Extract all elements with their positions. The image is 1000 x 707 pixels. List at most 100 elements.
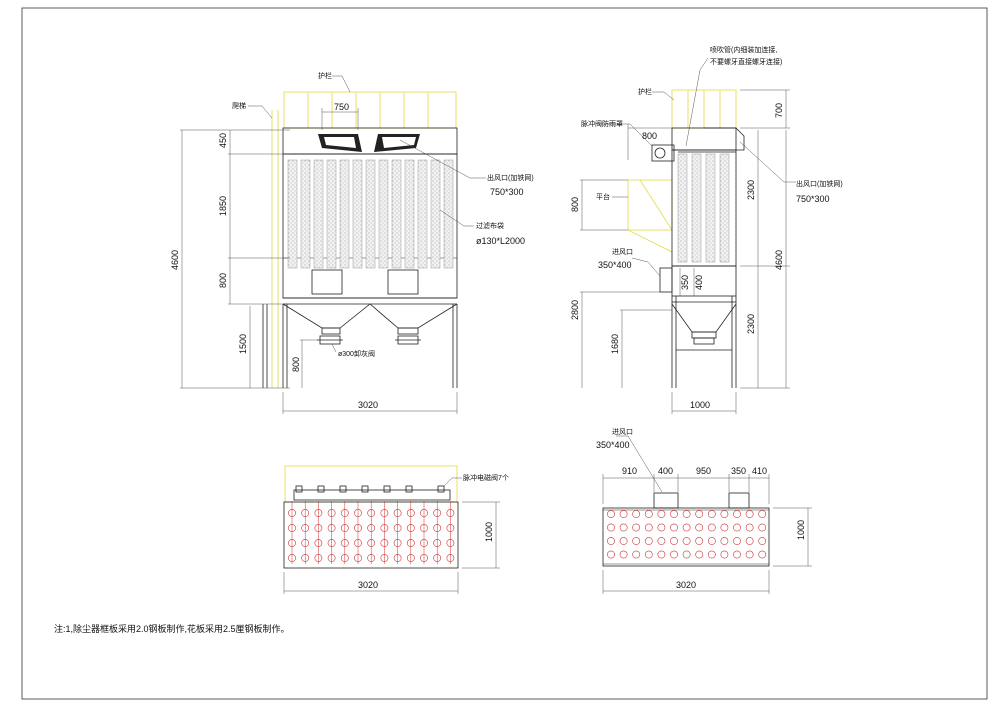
- front-label-discharge-valve: ø300卸灰阀: [338, 349, 375, 358]
- front-dim-valve: 800: [291, 357, 301, 372]
- side-view: 700 800 800 2300 2300 4600 350 400 2800: [570, 45, 843, 414]
- front-dim-total-height: 4600: [170, 250, 180, 270]
- side-dim-platform: 800: [570, 197, 580, 212]
- plan-left: 脉冲电磁阀7个 3020 1000: [283, 465, 509, 594]
- side-dim-width: 1000: [690, 400, 710, 410]
- bag-hole: [607, 537, 615, 545]
- bag-hole: [682, 537, 691, 545]
- bag-hole: [619, 550, 628, 559]
- bag-hole: [707, 510, 716, 518]
- side-label-outlet: 出风口(加铁网): [796, 179, 843, 188]
- plan-right-holes: [607, 510, 767, 559]
- plan-left-dim-depth: 1000: [484, 522, 494, 542]
- side-dim-upper: 2300: [746, 180, 756, 200]
- front-dim-outlet-width: 750: [334, 102, 349, 112]
- side-dim-lower: 2300: [746, 314, 756, 334]
- side-dim-rail: 700: [774, 103, 784, 118]
- bag-hole: [644, 537, 653, 545]
- front-outlet-boxes: [318, 134, 420, 152]
- front-guardrail: [283, 91, 457, 129]
- bag-hole: [695, 550, 704, 559]
- front-view: 750 4600 450 1850 800 1500 800 3020: [170, 71, 534, 414]
- bag-hole: [619, 523, 628, 532]
- bag-hole: [670, 510, 678, 518]
- front-discharge-valves: [317, 335, 421, 345]
- side-dim-hopper: 1680: [610, 334, 620, 354]
- bag-hole: [720, 537, 729, 545]
- bag-hole: [745, 537, 754, 545]
- front-ladder: [271, 110, 279, 388]
- plan-right-dim-seg1: 910: [622, 466, 637, 476]
- bag-hole: [682, 550, 691, 559]
- bag-hole: [733, 537, 741, 545]
- plan-right: 910 400 950 350 410 进风口 350*400 3020 100…: [596, 428, 812, 594]
- front-dim-bag-zone: 1850: [218, 196, 228, 216]
- side-dim-inlet-height: 2800: [570, 300, 580, 320]
- front-label-outlet-size: 750*300: [490, 187, 524, 197]
- front-dim-top: 450: [218, 133, 228, 148]
- front-hopper: [282, 297, 458, 335]
- plan-right-dim-seg3: 950: [696, 466, 711, 476]
- bag-hole: [733, 523, 741, 532]
- plan-left-holes: [288, 501, 455, 564]
- bag-hole: [607, 523, 615, 532]
- bag-hole: [707, 537, 716, 545]
- side-label-blowpipe: 喷吹管(内细装加连接,: [710, 45, 777, 54]
- front-dimensions: 750 4600 450 1850 800 1500 800 3020: [170, 102, 458, 414]
- side-filter-bags: [677, 153, 730, 263]
- bag-hole: [707, 523, 716, 532]
- side-label-platform: 平台: [596, 192, 610, 201]
- bag-hole: [670, 550, 678, 559]
- bag-hole: [720, 523, 729, 532]
- bag-hole: [632, 523, 641, 532]
- front-filter-bags: [287, 159, 454, 269]
- bag-hole: [720, 550, 729, 559]
- bag-hole: [657, 537, 666, 545]
- side-dim-inlet-b: 400: [694, 275, 704, 290]
- bag-hole: [758, 550, 767, 559]
- side-dim-inlet-a: 350: [680, 275, 690, 290]
- bag-hole: [657, 550, 666, 559]
- side-label-inlet: 进风口: [612, 248, 633, 256]
- bag-hole: [758, 523, 767, 532]
- plan-right-dim-seg5: 410: [752, 466, 767, 476]
- front-label-filter-bag-size: ø130*L2000: [476, 236, 525, 246]
- plan-left-label-valves: 脉冲电磁阀7个: [463, 473, 509, 482]
- front-dim-lower: 800: [218, 273, 228, 288]
- bag-hole: [657, 523, 666, 532]
- side-platform: [627, 179, 673, 253]
- side-dim-total-height: 4600: [774, 250, 784, 270]
- side-label-pulse-cover: 脉冲阀防雨罩: [581, 119, 623, 128]
- side-label-inlet-size: 350*400: [598, 260, 632, 270]
- bag-hole: [632, 537, 641, 545]
- bag-hole: [745, 550, 754, 559]
- plan-right-dim-seg2: 400: [658, 466, 673, 476]
- bag-hole: [632, 510, 641, 518]
- side-guardrail: [671, 89, 737, 129]
- plan-left-dim-width: 3020: [358, 580, 378, 590]
- bag-hole: [644, 510, 653, 518]
- side-labels: 喷吹管(内细装加连接, 不要螺牙直接螺牙连接) 护栏 脉冲阀防雨罩 平台 进风口…: [581, 45, 843, 277]
- bag-hole: [657, 510, 666, 518]
- front-dim-width: 3020: [358, 400, 378, 410]
- bag-hole: [644, 523, 653, 532]
- bag-hole: [758, 537, 767, 545]
- plan-right-label-inlet: 进风口: [612, 428, 633, 436]
- bag-hole: [632, 550, 641, 559]
- bag-hole: [745, 510, 754, 518]
- side-dimensions: 700 800 800 2300 2300 4600 350 400 2800: [570, 89, 790, 414]
- side-label-guardrail: 护栏: [638, 87, 652, 96]
- bag-hole: [619, 510, 628, 518]
- bag-hole: [682, 510, 691, 518]
- bag-hole: [607, 510, 615, 518]
- bag-hole: [644, 550, 653, 559]
- footnote: 注:1,除尘器框板采用2.0钢板制作,花板采用2.5厘钢板制作。: [54, 623, 290, 634]
- side-dim-pulse-width: 800: [642, 131, 657, 141]
- front-label-guardrail: 护栏: [318, 71, 332, 80]
- front-label-ladder: 爬梯: [232, 101, 246, 110]
- front-labels: 护栏 爬梯 出风口(加铁网) 750*300 过滤布袋 ø130*L2000 ø…: [232, 71, 534, 358]
- bag-hole: [758, 510, 767, 518]
- front-dim-leg: 1500: [238, 334, 248, 354]
- bag-hole: [733, 510, 741, 518]
